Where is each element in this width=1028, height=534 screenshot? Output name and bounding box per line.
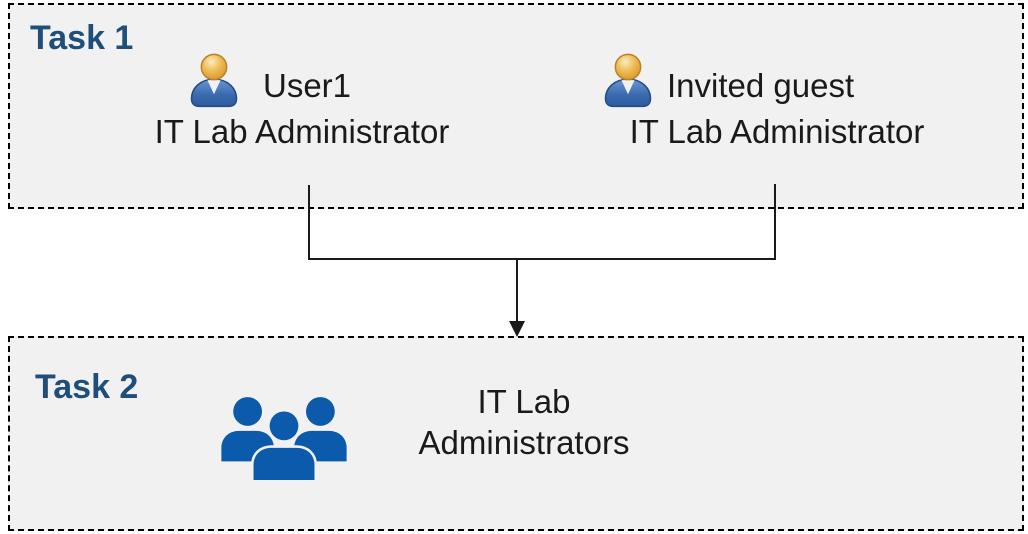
group-name: IT Lab Administrators <box>418 383 630 461</box>
member1-role: IT Lab Administrator <box>154 113 450 150</box>
task1-label: Task 1 <box>30 19 134 57</box>
user-group-icon <box>221 397 347 480</box>
user-icon <box>604 53 652 108</box>
task2-label: Task 2 <box>35 368 139 406</box>
connector-arrowhead-icon <box>509 321 525 337</box>
member2-role: IT Lab Administrator <box>629 113 925 150</box>
task2-box: Task 2 <box>8 336 1024 531</box>
user-icon <box>190 53 238 108</box>
task1-box: Task 1 <box>8 3 1024 209</box>
member2-name: Invited guest <box>667 67 855 104</box>
member1-name: User1 <box>263 67 352 104</box>
